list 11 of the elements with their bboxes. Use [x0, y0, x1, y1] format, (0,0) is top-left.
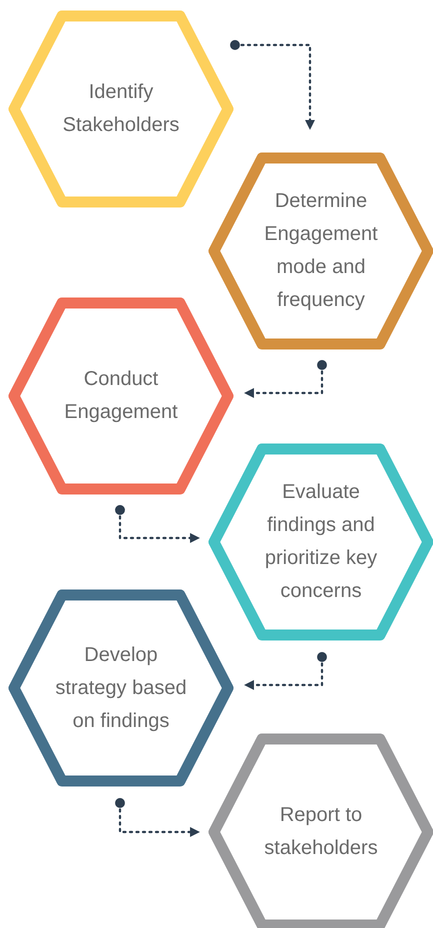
dotted-arrow: [244, 360, 327, 398]
step-label: Identify Stakeholders: [62, 80, 180, 138]
step-label: Evaluate findings and prioritize key concerns: [264, 480, 378, 604]
step-label: Conduct Engagement: [63, 367, 179, 425]
step-label: Report to stakeholders: [263, 803, 379, 861]
step-label: Determine Engagement mode and frequency: [263, 189, 379, 313]
dotted-arrow: [115, 505, 200, 543]
dotted-arrow: [230, 40, 315, 130]
dotted-arrow: [244, 652, 327, 690]
dotted-arrow: [115, 798, 200, 837]
step-label: Develop strategy based on findings: [54, 642, 188, 734]
